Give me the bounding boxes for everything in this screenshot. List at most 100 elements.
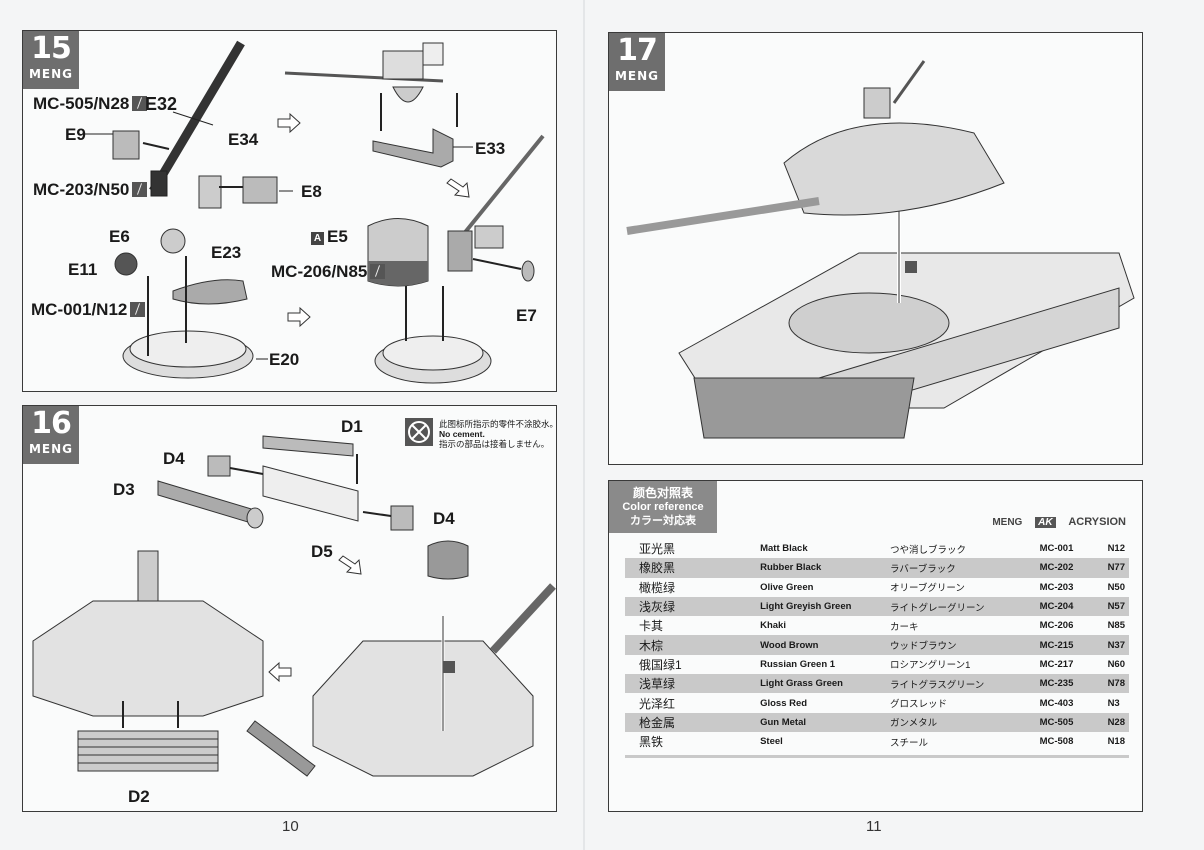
color-name-en: Gloss Red: [760, 697, 808, 709]
color-row: 光泽红 Gloss Red グロスレッド MC-403 N3: [625, 693, 1129, 712]
part-label-d4: D4: [163, 449, 185, 468]
brand-ak: AK: [1035, 517, 1056, 528]
no-cement-icon: [405, 418, 433, 446]
title-en: Color reference: [622, 501, 704, 513]
color-name-jp: ガンメタル: [885, 712, 1036, 732]
part-label-e20: E20: [269, 350, 300, 369]
no-cement-jp: 指示の部品は接着しません。: [439, 439, 550, 449]
mount-e33: [372, 128, 454, 168]
meng-code: MC-235: [1035, 674, 1104, 694]
color-name-jp: スチール: [889, 737, 928, 749]
color-name-en: Steel: [760, 736, 783, 748]
paint-callout-e9: MC-203/N50: [33, 180, 148, 199]
color-name-jp: ライトグラスグリーン: [885, 674, 1036, 694]
color-name-cn: 光泽红: [639, 696, 676, 711]
part-d2: [77, 730, 219, 772]
color-reference-panel: 颜色对照表 Color reference カラー対応表 MENG AK ACR…: [608, 480, 1143, 812]
part-d4-right: [390, 505, 414, 531]
part-e7: [521, 260, 535, 282]
title-cn: 颜色对照表: [632, 486, 693, 500]
color-name-jp: グロスレッド: [889, 699, 947, 711]
page-number-right: 11: [866, 818, 882, 835]
acrysion-code: N28: [1103, 712, 1129, 732]
paint-code: MC-203/N50: [33, 180, 130, 199]
paint-brush-icon: [370, 264, 386, 279]
color-name-en: Wood Brown: [756, 635, 886, 655]
color-name-jp: オリーブグリーン: [889, 583, 965, 595]
color-name-cn: 俄国绿1: [639, 657, 682, 672]
part-label-e7: E7: [516, 306, 537, 325]
color-name-en: Russian Green 1: [760, 658, 836, 670]
color-name-jp: つや消しブラック: [889, 544, 966, 556]
turret-left: [32, 600, 264, 717]
part-d4-left: [207, 455, 231, 477]
color-name-en: Light Greyish Green: [756, 596, 886, 617]
brand-meng: MENG: [992, 517, 1023, 528]
paint-callout-e32: MC-505/N28: [33, 95, 148, 113]
color-name-jp: カーキ: [889, 621, 919, 633]
paint-brush-icon: [132, 96, 148, 111]
color-name-en: Light Grass Green: [756, 674, 886, 694]
acrysion-code: N3: [1107, 697, 1120, 709]
part-label-d1: D1: [341, 417, 363, 436]
ammo-box-e9: [112, 130, 140, 160]
brand-logo: MENG: [28, 442, 74, 456]
part-e6: [160, 228, 186, 254]
option-a-icon: A: [311, 232, 324, 245]
part-label-e32: E32: [145, 94, 178, 114]
color-name-en: Gun Metal: [756, 712, 886, 732]
color-reference-header: 颜色对照表 Color reference カラー対応表: [609, 481, 717, 533]
color-name-en: Olive Green: [760, 581, 814, 593]
step-number: 17: [617, 33, 658, 68]
tank-gun-barrel: [626, 197, 820, 235]
meng-code: MC-217: [1039, 658, 1074, 670]
meng-code: MC-505: [1035, 712, 1104, 732]
acrysion-code: N37: [1103, 635, 1129, 655]
color-name-cn: 亚光黑: [639, 542, 676, 557]
paint-callout-e5: MC-206/N85: [271, 263, 386, 281]
arrow-right-icon-2: [287, 306, 311, 328]
tube-right: [246, 720, 316, 777]
color-name-jp: ウッドブラウン: [885, 635, 1036, 655]
part-label-d2: D2: [128, 787, 150, 806]
acrysion-code: N57: [1103, 596, 1129, 617]
meng-code: MC-206: [1039, 620, 1074, 632]
part-label-d3: D3: [113, 480, 135, 499]
paint-code: MC-001/N12: [31, 300, 128, 319]
part-d1: [262, 435, 354, 457]
color-name-jp: ライトグレーグリーン: [885, 596, 1036, 617]
meng-code: MC-204: [1035, 596, 1104, 617]
arrow-down-right-icon: [446, 178, 470, 198]
step-17-illustration: [626, 60, 1135, 439]
step-15-panel: 15 MENG MC-505/N28 E32 E9 E34 MC-203/N50…: [22, 30, 557, 392]
color-name-cn: 橄榄绿: [639, 580, 676, 595]
page-number-left: 10: [282, 818, 299, 835]
color-name-cn: 橡胶黑: [625, 558, 757, 578]
color-name-cn: 枪金属: [625, 712, 757, 732]
step-number: 15: [31, 31, 72, 66]
box-e8: [242, 176, 278, 204]
meng-code: MC-001: [1039, 543, 1074, 555]
part-d5: [262, 465, 359, 522]
meng-code: MC-403: [1039, 697, 1074, 709]
title-jp: カラー対応表: [630, 515, 696, 527]
acrysion-code: N85: [1107, 620, 1125, 632]
arrow-right-icon: [277, 112, 301, 134]
step-16-badge: 16 MENG: [23, 406, 79, 464]
part-label-e6: E6: [109, 227, 130, 246]
paint-brush-icon: [130, 302, 146, 317]
part-label-d4: D4: [433, 509, 455, 528]
page-fold: [583, 0, 585, 850]
color-name-jp: ロシアングリーン1: [889, 660, 971, 672]
step-15-illustration: [85, 40, 545, 384]
part-d3: [157, 480, 259, 526]
part-label-d5: D5: [311, 542, 333, 561]
part-label-e34: E34: [228, 130, 259, 149]
part-e34: [198, 175, 222, 209]
